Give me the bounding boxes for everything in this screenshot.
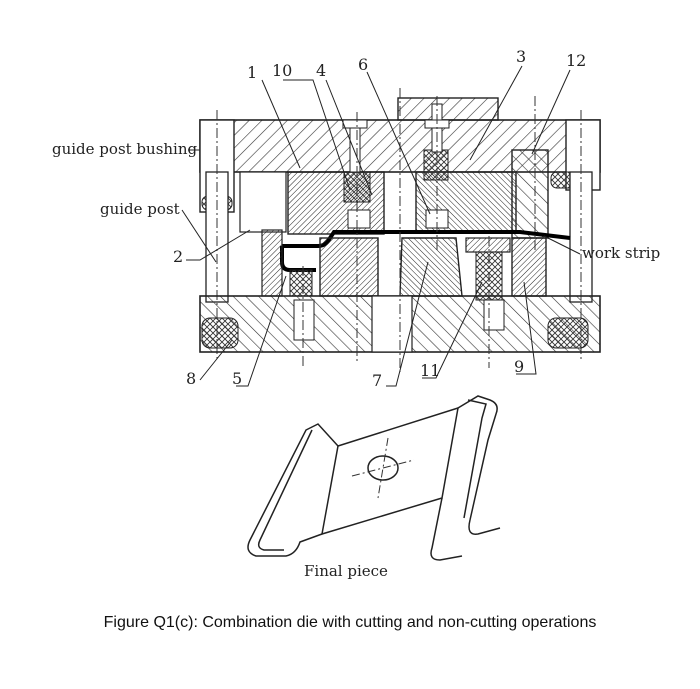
- callout-4: 4: [316, 61, 326, 80]
- callout-1: 1: [247, 63, 257, 82]
- label-guide-post-bushing: guide post bushing: [52, 140, 198, 158]
- work-strip-bend: [280, 246, 316, 272]
- callout-12: 12: [566, 51, 586, 70]
- upper-cavity: [239, 171, 287, 233]
- label-guide-post: guide post: [100, 200, 180, 218]
- callout-7: 7: [372, 371, 382, 390]
- callout-6: 6: [358, 55, 368, 74]
- callout-5: 5: [232, 369, 242, 388]
- callout-11: 11: [420, 361, 440, 380]
- final-piece-drawing: [228, 395, 548, 576]
- lower-die-blocks: [261, 229, 547, 301]
- callout-2: 2: [173, 247, 183, 266]
- label-final-piece: Final piece: [304, 562, 388, 580]
- callout-8: 8: [186, 369, 196, 388]
- guide-posts: [205, 110, 593, 360]
- callout-numbers: 1 10 4 6 3 12 2 8 5 7 11 9: [173, 47, 586, 390]
- final-piece-centerlines: [351, 437, 415, 499]
- callout-10: 10: [272, 61, 292, 80]
- figure-caption: Figure Q1(c): Combination die with cutti…: [103, 614, 597, 631]
- label-work-strip: work strip: [582, 244, 660, 262]
- callout-3: 3: [516, 47, 526, 66]
- callout-9: 9: [514, 357, 524, 376]
- leader-lines: [181, 65, 581, 387]
- center-lines: [302, 88, 536, 372]
